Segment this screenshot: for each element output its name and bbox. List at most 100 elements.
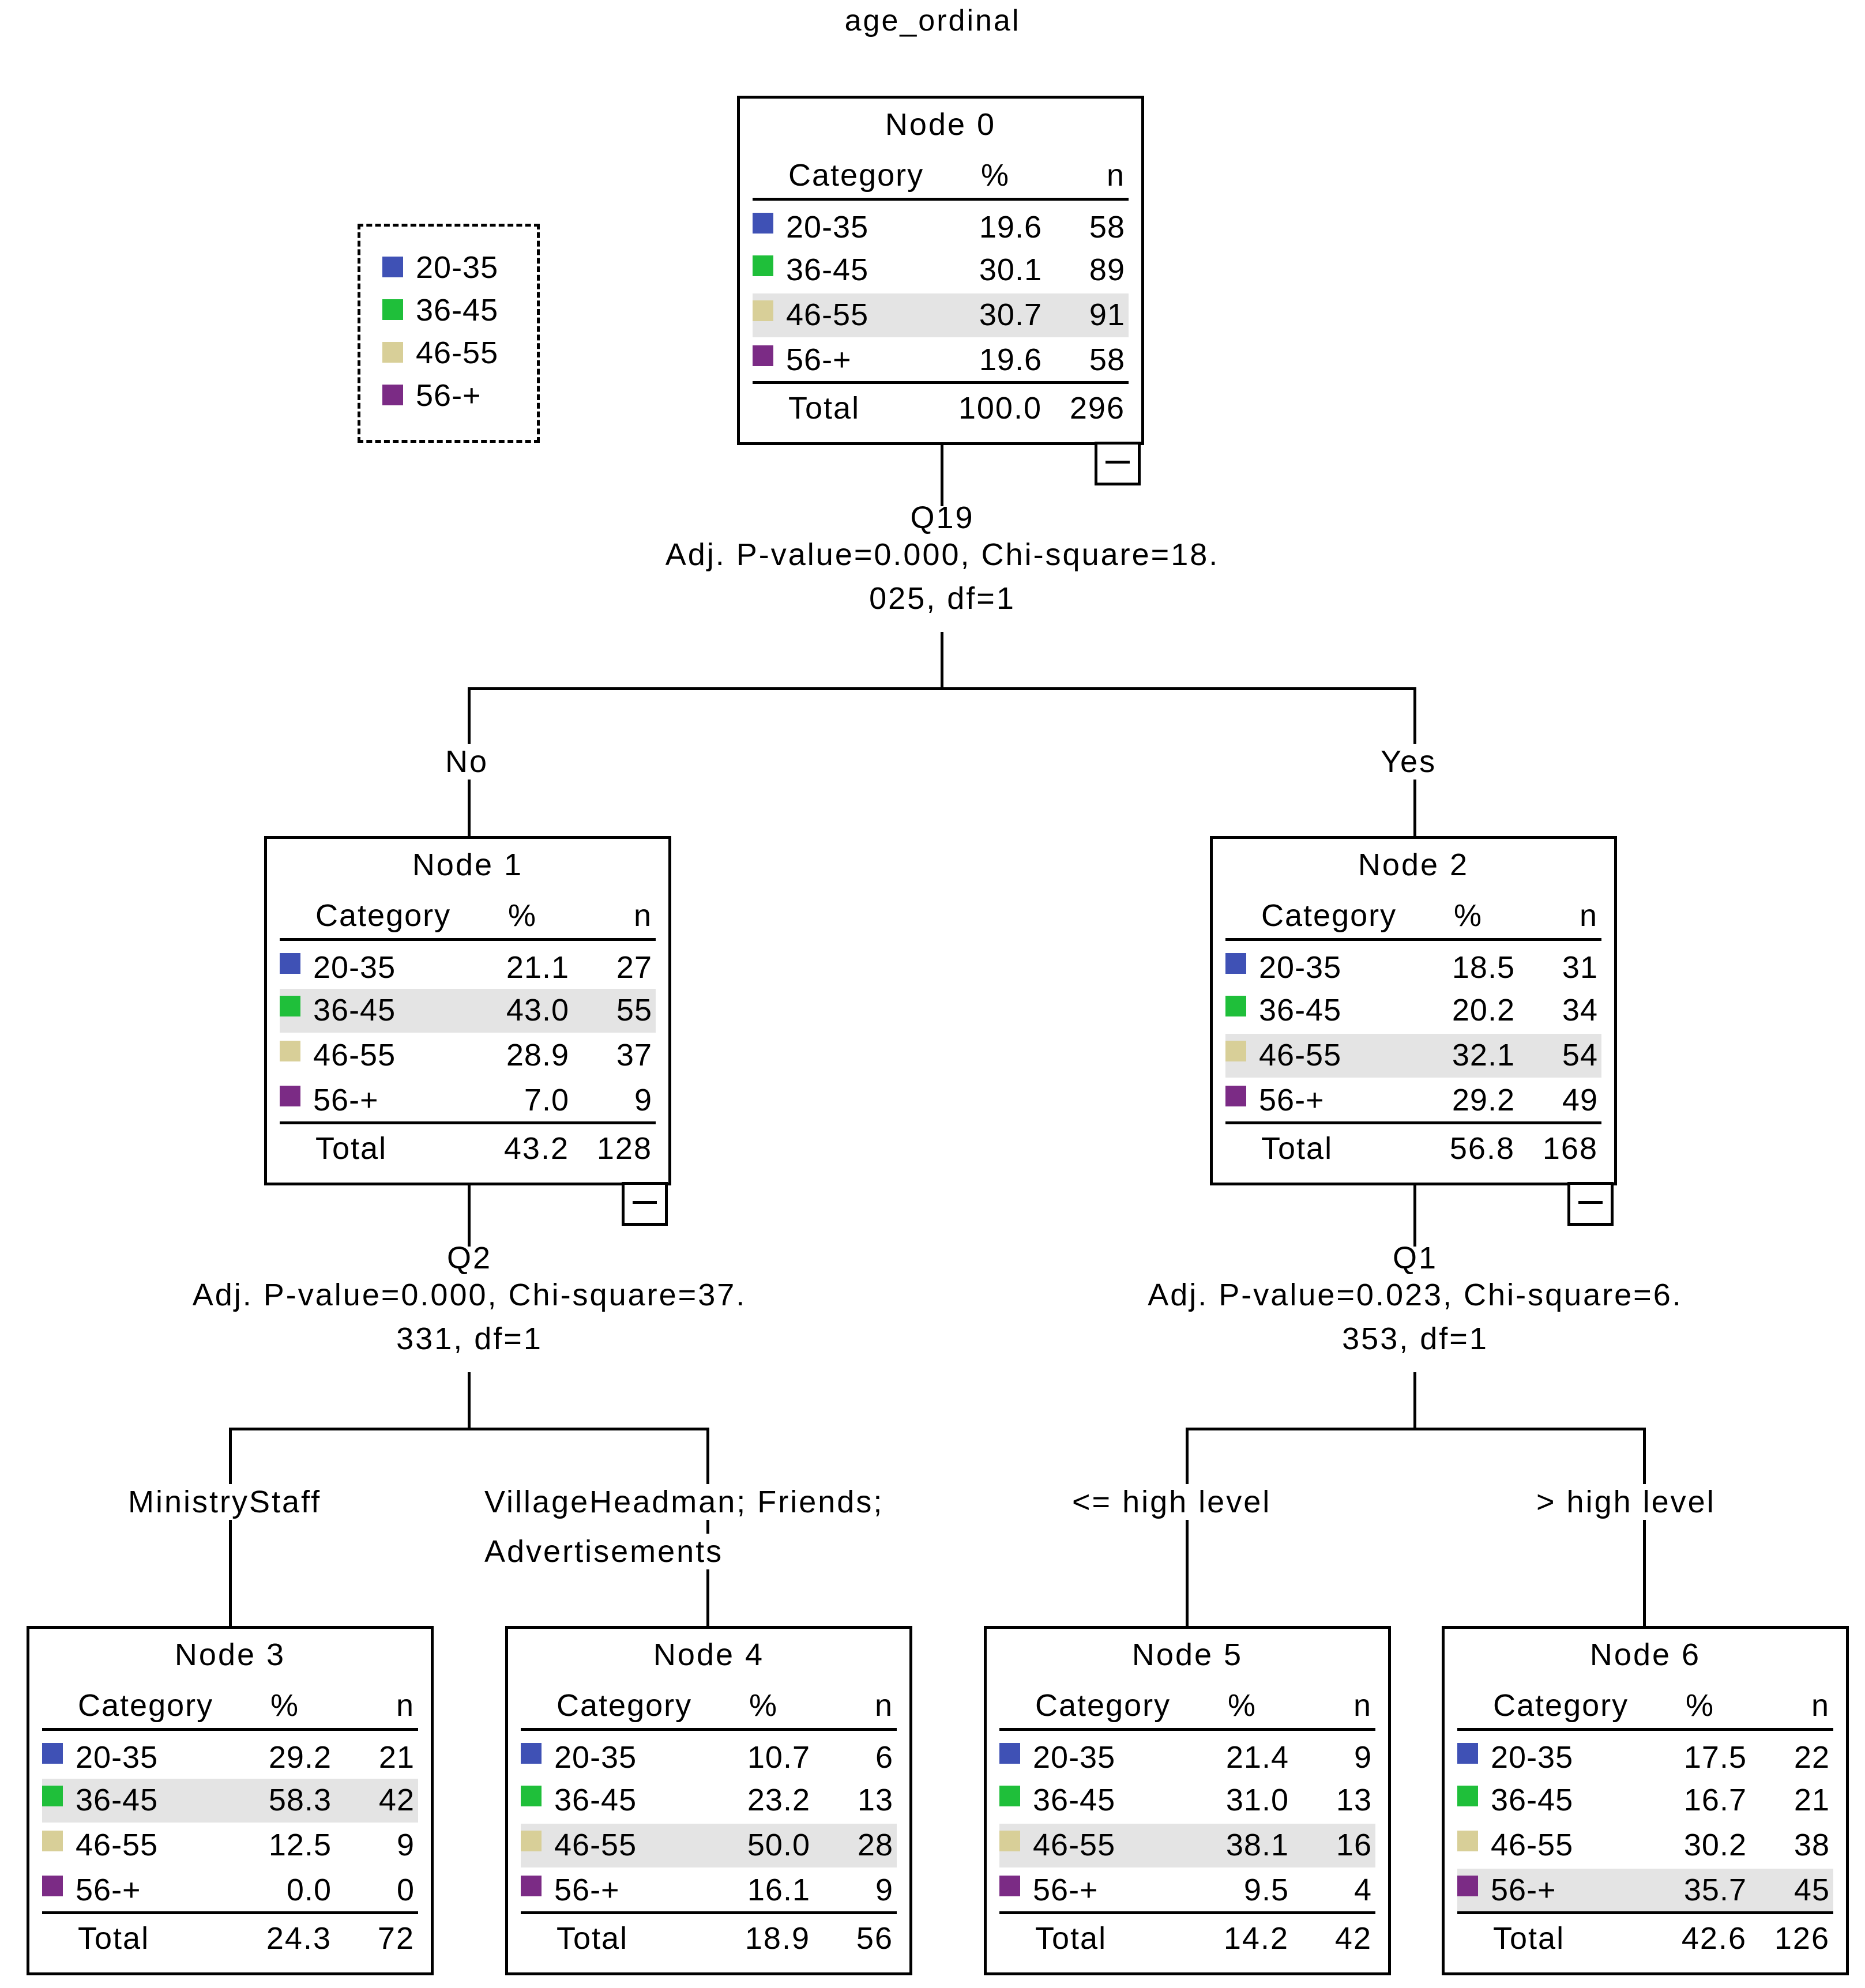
connector-line bbox=[468, 1185, 471, 1247]
category-swatch bbox=[999, 1831, 1020, 1851]
tree-node-4[interactable]: Node 4 Category % n 20-35 10.7 6 36-45 bbox=[505, 1626, 912, 1975]
category-count: 58 bbox=[1089, 342, 1125, 377]
category-count: 89 bbox=[1089, 253, 1125, 287]
total-percent: 100.0 bbox=[958, 391, 1042, 426]
table-rule bbox=[280, 1121, 656, 1124]
category-count: 55 bbox=[616, 993, 652, 1027]
table-row: 56-+ 35.7 45 bbox=[1457, 1869, 1833, 1912]
category-label: 46-55 bbox=[786, 298, 869, 332]
category-swatch bbox=[999, 1743, 1020, 1764]
table-row: 46-55 30.7 91 bbox=[753, 293, 1129, 337]
total-label: Total bbox=[78, 1921, 150, 1956]
connector-line bbox=[706, 1428, 709, 1626]
total-count: 72 bbox=[377, 1921, 415, 1956]
category-count: 13 bbox=[857, 1783, 893, 1817]
tree-node-3[interactable]: Node 3 Category % n 20-35 29.2 21 36-45 bbox=[27, 1626, 434, 1975]
category-percent: 9.5 bbox=[1243, 1873, 1289, 1907]
category-label: 20-35 bbox=[76, 1740, 159, 1775]
table-rule bbox=[753, 381, 1129, 384]
category-count: 13 bbox=[1336, 1783, 1372, 1817]
category-label: 36-45 bbox=[554, 1783, 637, 1817]
legend-label: 20-35 bbox=[416, 250, 499, 285]
header-category: Category bbox=[1493, 1688, 1629, 1723]
node-title: Node 1 bbox=[412, 848, 524, 882]
category-count: 28 bbox=[857, 1828, 893, 1862]
total-label: Total bbox=[315, 1131, 388, 1166]
category-count: 27 bbox=[616, 950, 652, 985]
table-rule bbox=[1225, 1121, 1601, 1124]
edge-label-ministry-staff: MinistryStaff bbox=[126, 1484, 324, 1520]
connector-line bbox=[468, 1372, 471, 1430]
total-label: Total bbox=[788, 391, 860, 426]
table-rule bbox=[521, 1911, 897, 1914]
node-title: Node 4 bbox=[653, 1637, 765, 1672]
header-n: n bbox=[1106, 158, 1125, 193]
category-count: 6 bbox=[875, 1740, 893, 1775]
table-row: 36-45 31.0 13 bbox=[999, 1779, 1375, 1823]
total-count: 296 bbox=[1069, 391, 1125, 426]
category-swatch bbox=[42, 1876, 63, 1896]
total-percent: 18.9 bbox=[745, 1921, 810, 1956]
header-n: n bbox=[874, 1688, 893, 1723]
category-count: 49 bbox=[1562, 1083, 1598, 1117]
category-percent: 28.9 bbox=[506, 1038, 569, 1072]
category-swatch bbox=[999, 1876, 1020, 1896]
table-rule bbox=[1457, 1911, 1833, 1914]
tree-node-0[interactable]: Node 0 Category % n 20-35 19.6 58 36-45 bbox=[737, 96, 1144, 445]
table-row: 46-55 38.1 16 bbox=[999, 1824, 1375, 1867]
category-count: 34 bbox=[1562, 993, 1598, 1027]
legend: 20-35 36-45 46-55 56-+ bbox=[358, 224, 540, 443]
split-stat-line: Adj. P-value=0.000, Chi-square=18. bbox=[665, 537, 1220, 572]
tree-title: age_ordinal bbox=[844, 4, 1021, 37]
category-percent: 30.7 bbox=[979, 298, 1042, 332]
category-count: 21 bbox=[1793, 1783, 1830, 1817]
category-count: 38 bbox=[1793, 1828, 1830, 1862]
tree-node-1[interactable]: Node 1 Category % n 20-35 21.1 27 36-45 bbox=[264, 836, 671, 1185]
category-label: 36-45 bbox=[1259, 993, 1342, 1027]
table-row: 46-55 12.5 9 bbox=[42, 1824, 418, 1867]
header-percent: % bbox=[270, 1688, 300, 1723]
total-count: 126 bbox=[1774, 1921, 1830, 1956]
table-row: 56-+ 7.0 9 bbox=[280, 1079, 656, 1123]
table-row: 56-+ 16.1 9 bbox=[521, 1869, 897, 1912]
header-category: Category bbox=[1035, 1688, 1171, 1723]
category-count: 9 bbox=[396, 1828, 415, 1862]
category-count: 9 bbox=[875, 1873, 893, 1907]
total-percent: 24.3 bbox=[266, 1921, 332, 1956]
category-percent: 0.0 bbox=[286, 1873, 332, 1907]
tree-node-5[interactable]: Node 5 Category % n 20-35 21.4 9 36-45 bbox=[984, 1626, 1391, 1975]
category-label: 46-55 bbox=[1491, 1828, 1574, 1862]
split-variable: Q19 bbox=[910, 500, 975, 535]
header-percent: % bbox=[749, 1688, 779, 1723]
category-percent: 16.1 bbox=[747, 1873, 810, 1907]
edge-label-yes: Yes bbox=[1378, 744, 1439, 780]
tree-node-2[interactable]: Node 2 Category % n 20-35 18.5 31 36-45 bbox=[1210, 836, 1617, 1185]
category-swatch bbox=[521, 1786, 542, 1806]
table-row: 56-+ 19.6 58 bbox=[753, 338, 1129, 382]
tree-node-6[interactable]: Node 6 Category % n 20-35 17.5 22 36-45 bbox=[1442, 1626, 1849, 1975]
category-label: 20-35 bbox=[1033, 1740, 1116, 1775]
node-title: Node 6 bbox=[1589, 1637, 1701, 1672]
category-label: 56-+ bbox=[1033, 1873, 1099, 1907]
category-percent: 21.1 bbox=[506, 950, 569, 985]
category-label: 36-45 bbox=[1491, 1783, 1574, 1817]
category-count: 45 bbox=[1793, 1873, 1830, 1907]
collapse-node-2-button[interactable] bbox=[1567, 1182, 1614, 1226]
total-count: 128 bbox=[596, 1131, 652, 1166]
legend-swatch-20-35 bbox=[382, 257, 403, 277]
table-rule bbox=[280, 938, 656, 941]
header-n: n bbox=[1579, 898, 1598, 933]
table-rule bbox=[999, 1728, 1375, 1731]
category-swatch bbox=[42, 1786, 63, 1806]
collapse-node-0-button[interactable] bbox=[1095, 442, 1141, 485]
edge-label-gt-high-level: > high level bbox=[1534, 1484, 1718, 1520]
collapse-node-1-button[interactable] bbox=[622, 1182, 668, 1226]
connector-line bbox=[1186, 1428, 1189, 1626]
category-label: 46-55 bbox=[76, 1828, 159, 1862]
total-count: 168 bbox=[1542, 1131, 1598, 1166]
category-label: 36-45 bbox=[1033, 1783, 1116, 1817]
category-count: 22 bbox=[1793, 1740, 1830, 1775]
category-swatch bbox=[521, 1743, 542, 1764]
category-percent: 20.2 bbox=[1452, 993, 1515, 1027]
edge-label-no: No bbox=[443, 744, 491, 780]
